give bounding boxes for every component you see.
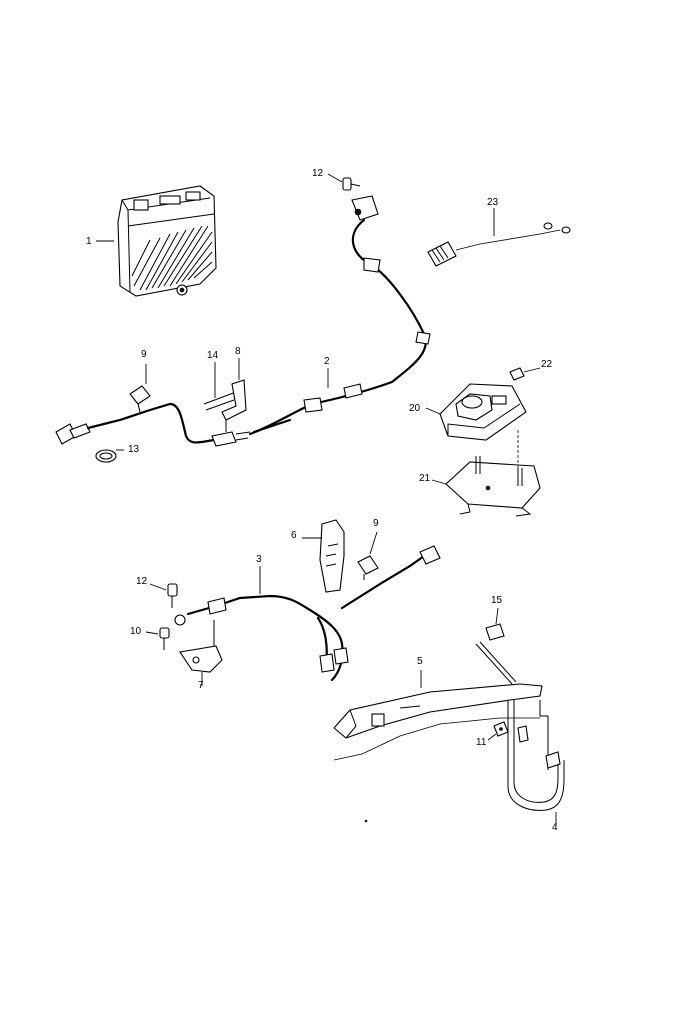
part-5-support-arm — [333, 670, 543, 761]
callout-7: 7 — [198, 680, 204, 691]
callout-9-right: 9 — [373, 518, 379, 529]
callout-10: 10 — [130, 626, 142, 637]
callout-4: 4 — [552, 822, 558, 833]
part-20-hydraulic-unit — [425, 383, 527, 441]
part-21-mounting-plate — [431, 430, 541, 517]
callout-13: 13 — [128, 444, 140, 455]
part-1-control-unit — [117, 185, 217, 297]
callout-15: 15 — [491, 595, 503, 606]
part-4-u-bracket — [507, 700, 565, 826]
heatsink-fins — [131, 225, 213, 291]
part-9-clip-left — [129, 364, 151, 413]
callout-22: 22 — [541, 359, 553, 370]
part-7-bracket — [179, 620, 223, 686]
left-cable-assembly — [55, 402, 292, 447]
part-8-bracket — [221, 358, 247, 432]
part-6-holder — [302, 519, 345, 593]
callout-23: 23 — [487, 197, 499, 208]
callout-12-lower: 12 — [136, 576, 148, 587]
callout-20: 20 — [409, 403, 421, 414]
part-15-pin — [475, 607, 517, 685]
part-23-temp-sensor — [427, 208, 571, 267]
callout-11: 11 — [476, 737, 487, 748]
part-12-screw-top — [327, 173, 361, 191]
part-11-nut — [487, 721, 509, 741]
part-3-lower-cable — [186, 545, 441, 682]
part-12-screw-lower — [149, 583, 186, 626]
callout-12-top: 12 — [312, 168, 324, 179]
part-14-bracket-pin — [203, 362, 237, 411]
callout-8: 8 — [235, 346, 241, 357]
callout-9-left: 9 — [141, 349, 147, 360]
callout-2: 2 — [324, 356, 330, 367]
part-13-hose-clamp — [95, 449, 124, 463]
part-9-clip-right — [357, 531, 379, 580]
part-22-nut — [509, 367, 541, 381]
callout-21: 21 — [419, 473, 431, 484]
callout-3: 3 — [256, 554, 262, 565]
part-2-sensor-cable — [248, 195, 431, 436]
callout-14: 14 — [207, 350, 219, 361]
part-10-bolt — [145, 627, 170, 650]
callout-6: 6 — [291, 530, 297, 541]
callout-1: 1 — [86, 236, 92, 247]
callout-5: 5 — [417, 656, 423, 667]
